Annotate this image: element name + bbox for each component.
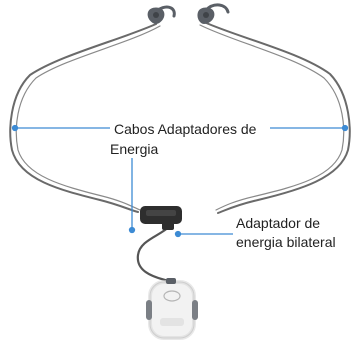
callout-dot-adapter	[174, 230, 182, 238]
left-cable-inner	[15, 25, 161, 211]
power-unit	[146, 278, 198, 340]
cables-label-line1: Cabos Adaptadores de	[111, 121, 260, 138]
callout-dot-left	[11, 124, 19, 132]
callouts	[11, 124, 349, 238]
left-cable	[9, 23, 157, 213]
cables-label-line2: Energia	[110, 141, 159, 158]
bilateral-adapter	[140, 206, 182, 230]
adapter-label-line1: Adaptador de	[236, 215, 321, 232]
callout-dot-right	[341, 124, 349, 132]
right-ear-piece	[197, 3, 230, 24]
left-ear-piece	[147, 5, 176, 24]
adapter-label-line2: energia bilateral	[236, 234, 336, 251]
callout-dot-center	[128, 226, 136, 234]
right-cable-inner	[199, 24, 345, 211]
right-cable	[203, 21, 351, 214]
cable-loop	[9, 21, 351, 290]
